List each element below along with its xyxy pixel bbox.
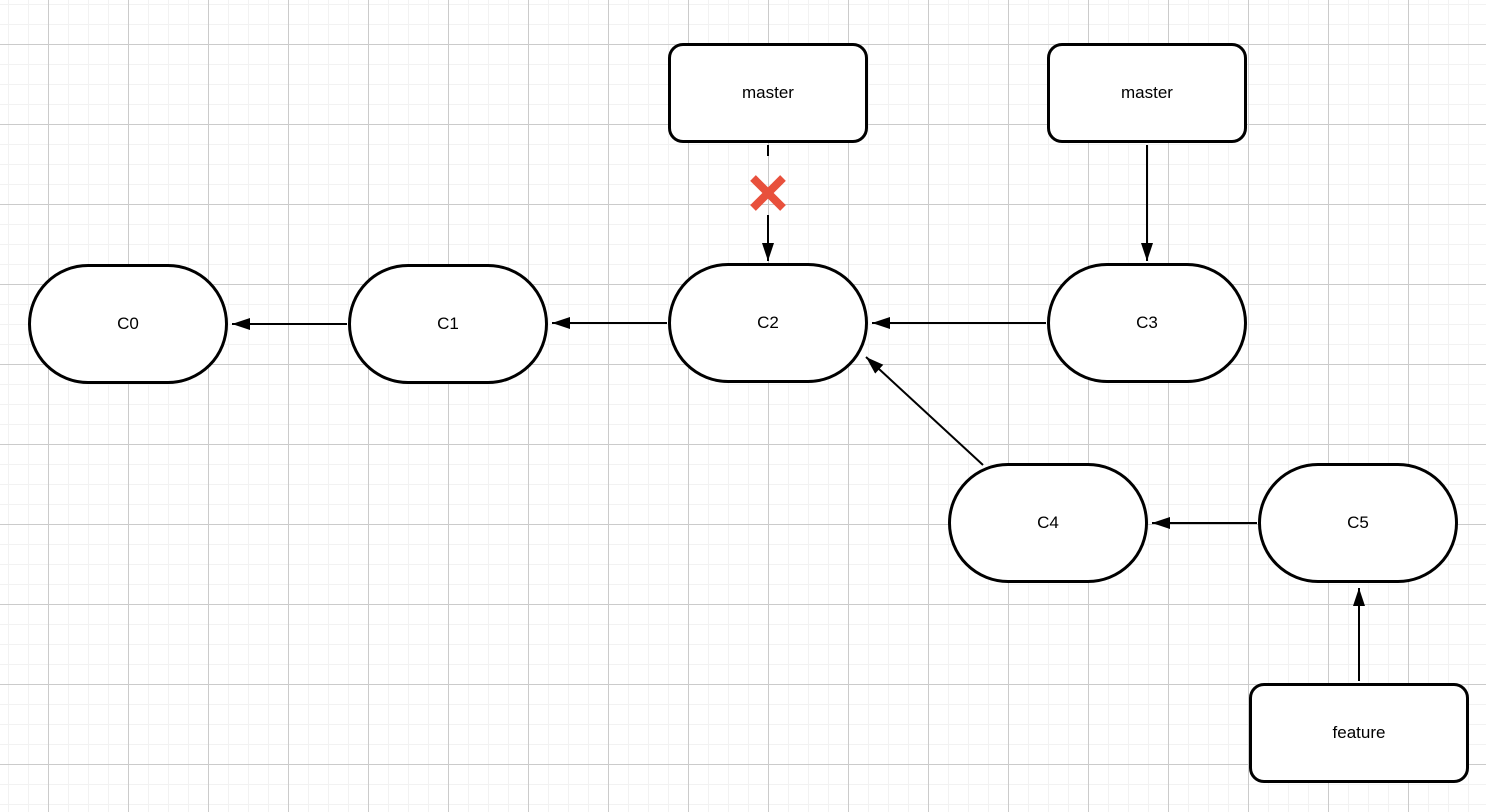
node-C4[interactable]: C4 (948, 463, 1148, 583)
edges-group (232, 145, 1365, 681)
node-C3[interactable]: C3 (1047, 263, 1247, 383)
node-C1[interactable]: C1 (348, 264, 548, 384)
deleted-edge-x-icon (750, 175, 786, 211)
node-label-C2: C2 (757, 312, 779, 332)
node-label-C5: C5 (1347, 512, 1369, 532)
node-feature[interactable]: feature (1249, 683, 1469, 783)
node-master-new[interactable]: master (1047, 43, 1247, 143)
node-label-master-new: master (1121, 82, 1173, 102)
node-label-master-old: master (742, 82, 794, 102)
node-label-feature: feature (1332, 722, 1386, 742)
node-label-C1: C1 (437, 313, 459, 333)
node-master-old[interactable]: master (668, 43, 868, 143)
x-icon-stroke (750, 175, 786, 211)
node-C5[interactable]: C5 (1258, 463, 1458, 583)
node-label-C0: C0 (117, 313, 139, 333)
node-C2[interactable]: C2 (668, 263, 868, 383)
edge-C4-to-C2[interactable] (865, 356, 984, 466)
node-C0[interactable]: C0 (28, 264, 228, 384)
node-label-C3: C3 (1136, 312, 1158, 332)
node-label-C4: C4 (1037, 512, 1059, 532)
